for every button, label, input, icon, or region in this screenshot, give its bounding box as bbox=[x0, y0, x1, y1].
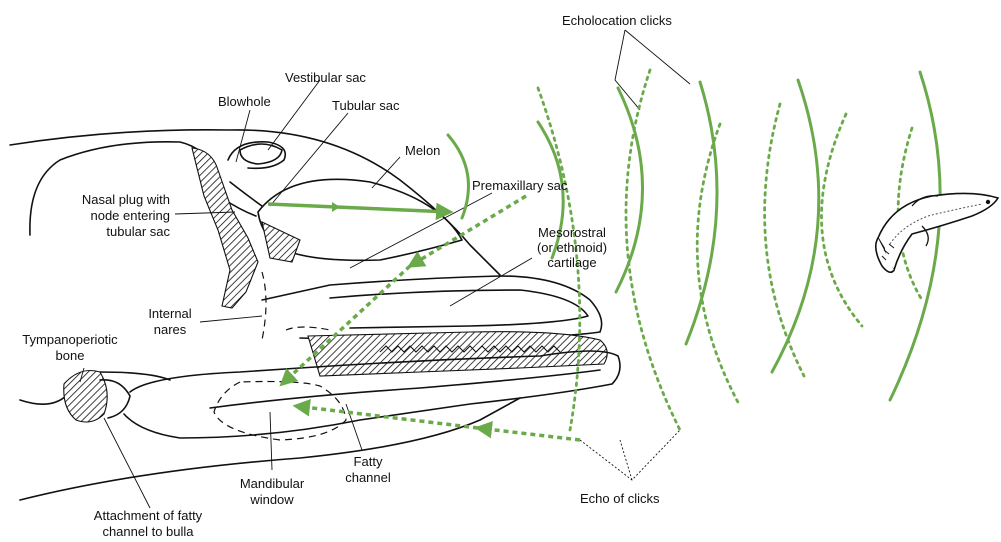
click-wave-1 bbox=[448, 135, 468, 218]
label-tubular-sac: Tubular sac bbox=[332, 98, 400, 113]
label-attachment-line2: channel to bulla bbox=[102, 524, 194, 539]
label-mandibular-window-line1: Mandibular bbox=[240, 476, 305, 491]
label-echolocation-clicks: Echolocation clicks bbox=[562, 13, 672, 28]
rostrum-upper bbox=[262, 276, 602, 340]
mesorostral-cartilage bbox=[330, 290, 588, 328]
vestibular-sac-shape bbox=[240, 144, 282, 164]
leader-echolocation-clicks bbox=[615, 30, 690, 110]
echo-wave-4 bbox=[765, 104, 804, 376]
leader-attachment bbox=[104, 418, 150, 508]
label-tympanoperiotic-line1: Tympanoperiotic bbox=[22, 332, 118, 347]
label-nasal-plug-line3: tubular sac bbox=[106, 224, 170, 239]
click-wave-5 bbox=[772, 80, 819, 372]
label-vestibular-sac: Vestibular sac bbox=[285, 70, 366, 85]
label-nasal-plug-line2: node entering bbox=[90, 208, 170, 223]
label-blowhole: Blowhole bbox=[218, 94, 271, 109]
label-mesorostral-line3: cartilage bbox=[547, 255, 596, 270]
leader-tubular-sac bbox=[270, 113, 348, 206]
outgoing-click-arrow bbox=[268, 204, 450, 212]
fatty-channel-dashed bbox=[214, 382, 346, 441]
leader-mandibular-window bbox=[270, 412, 272, 470]
rostrum-bone-hatched bbox=[308, 332, 607, 376]
echo-wave-5 bbox=[822, 114, 863, 326]
echo-arrow-to-jaw bbox=[296, 406, 478, 428]
label-echo-of-clicks: Echo of clicks bbox=[580, 491, 660, 506]
echo-wave-3 bbox=[697, 124, 740, 406]
mandibular-window-dashed bbox=[286, 327, 330, 330]
leader-internal-nares bbox=[200, 316, 262, 322]
label-internal-nares-line2: nares bbox=[154, 322, 187, 337]
outgoing-arrow-mid bbox=[332, 202, 340, 212]
label-fatty-channel-line2: channel bbox=[345, 470, 391, 485]
label-mesorostral-line2: (or ethmoid) bbox=[537, 240, 607, 255]
mandible-inner bbox=[210, 370, 600, 408]
label-fatty-channel-line1: Fatty bbox=[354, 454, 383, 469]
leader-melon bbox=[372, 157, 400, 188]
echo-arrow-upper bbox=[410, 196, 526, 266]
label-tympanoperiotic-line2: bone bbox=[56, 348, 85, 363]
signal-arrows bbox=[268, 196, 580, 440]
label-mandibular-window-line2: window bbox=[249, 492, 294, 507]
tympanoperiotic-bone bbox=[64, 371, 107, 423]
premaxillary-hatched bbox=[262, 222, 300, 262]
skull-bone-hatched bbox=[192, 148, 258, 308]
label-nasal-plug-line1: Nasal plug with bbox=[82, 192, 170, 207]
echo-arrow-lower bbox=[478, 428, 580, 440]
fish-icon bbox=[876, 193, 998, 272]
diagram-labels: Echolocation clicks Echo of clicks Vesti… bbox=[22, 13, 672, 539]
label-attachment-line1: Attachment of fatty bbox=[94, 508, 203, 523]
label-mesorostral-line1: Mesorostral bbox=[538, 225, 606, 240]
label-premaxillary-sac: Premaxillary sac bbox=[472, 178, 568, 193]
label-internal-nares-line1: Internal bbox=[148, 306, 191, 321]
leader-blowhole bbox=[236, 110, 250, 162]
label-melon: Melon bbox=[405, 143, 440, 158]
click-wave-4 bbox=[686, 82, 717, 344]
internal-nares-dashed bbox=[262, 272, 266, 340]
leader-echo-of-clicks bbox=[580, 430, 680, 480]
